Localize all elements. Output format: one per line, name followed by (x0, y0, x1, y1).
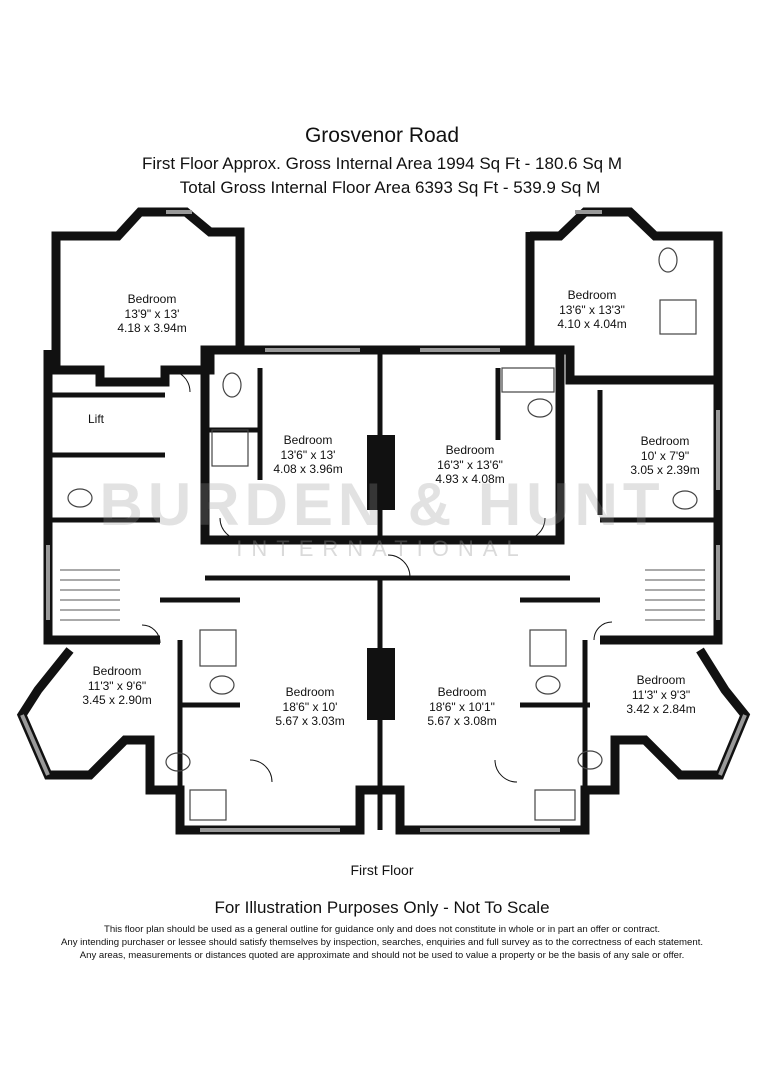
door-swings (141, 369, 613, 783)
room-name: Bedroom (437, 685, 487, 699)
room-metric: 4.18 x 3.94m (117, 321, 187, 335)
room-metric: 3.42 x 2.84m (626, 702, 696, 716)
lift-label: Lift (87, 412, 105, 426)
room-name: Bedroom (92, 664, 142, 678)
room-name: Bedroom (640, 434, 690, 448)
room-imperial: 10' x 7'9" (640, 448, 690, 463)
room-metric: 5.67 x 3.03m (275, 714, 345, 728)
structural-columns (367, 435, 395, 720)
room-label: Bedroom 18'6" x 10' 5.67 x 3.03m (275, 685, 344, 729)
room-label: Bedroom 11'3" x 9'3" 3.42 x 2.84m (626, 673, 695, 717)
disclaimer-line: Any intending purchaser or lessee should… (60, 937, 704, 948)
room-label: Bedroom 16'3" x 13'6" 4.93 x 4.08m (435, 443, 504, 487)
plan-title: Grosvenor Road (304, 124, 460, 147)
stairs (60, 569, 705, 621)
disclaimer-line: Any areas, measurements or distances quo… (79, 950, 685, 961)
external-walls (16, 207, 751, 835)
disclaimer-line: This floor plan should be used as a gene… (103, 924, 661, 935)
room-label: Bedroom 11'3" x 9'6" 3.45 x 2.90m (82, 664, 151, 708)
room-metric: 3.45 x 2.90m (82, 693, 152, 707)
room-imperial: 18'6" x 10' (282, 699, 338, 714)
watermark-brand: BURDEN & HUNT (99, 471, 665, 538)
watermark-tagline: INTERNATIONAL (236, 536, 528, 561)
room-imperial: 11'3" x 9'3" (631, 687, 691, 702)
room-imperial: 16'3" x 13'6" (437, 457, 503, 472)
room-imperial: 11'3" x 9'6" (87, 678, 147, 693)
room-imperial: 13'6" x 13' (280, 447, 336, 462)
windows (20, 210, 747, 832)
room-metric: 3.05 x 2.39m (630, 463, 700, 477)
first-floor-area: First Floor Approx. Gross Internal Area … (142, 154, 622, 173)
room-imperial: 13'9" x 13' (124, 306, 180, 321)
room-name: Bedroom (567, 288, 617, 302)
room-metric: 4.10 x 4.04m (557, 317, 627, 331)
wall-outline-left-stair (43, 350, 160, 645)
room-label: Bedroom 13'9" x 13' 4.18 x 3.94m (117, 292, 186, 336)
room-label: Bedroom 18'6" x 10'1" 5.67 x 3.08m (427, 685, 496, 729)
room-label: Bedroom 10' x 7'9" 3.05 x 2.39m (630, 434, 699, 478)
room-name: Bedroom (285, 685, 335, 699)
room-imperial: 13'6" x 13'3" (559, 302, 625, 317)
room-metric: 4.93 x 4.08m (435, 472, 505, 486)
room-metric: 4.08 x 3.96m (273, 462, 343, 476)
total-floor-area: Total Gross Internal Floor Area 6393 Sq … (179, 178, 601, 197)
disclaimer-headline: For Illustration Purposes Only - Not To … (214, 898, 550, 917)
room-name: Bedroom (283, 433, 333, 447)
room-metric: 5.67 x 3.08m (427, 714, 497, 728)
room-label: Bedroom 13'6" x 13'3" 4.10 x 4.04m (557, 288, 626, 332)
room-label: Bedroom 13'6" x 13' 4.08 x 3.96m (273, 433, 342, 477)
room-name: Bedroom (636, 673, 686, 687)
room-imperial: 18'6" x 10'1" (429, 699, 495, 714)
room-name: Bedroom (445, 443, 495, 457)
floor-name: First Floor (350, 862, 414, 878)
room-name: Bedroom (127, 292, 177, 306)
bathroom-fixtures (67, 247, 698, 821)
